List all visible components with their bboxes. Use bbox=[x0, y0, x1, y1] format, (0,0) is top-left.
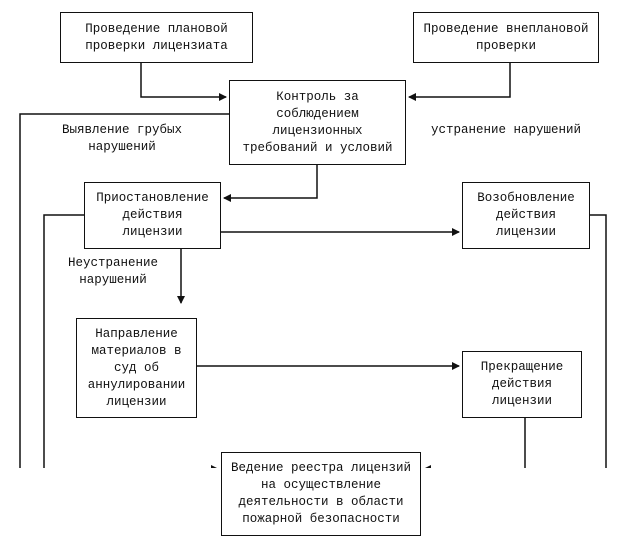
connector-layer bbox=[19, 63, 607, 468]
edge-termination-to-registry bbox=[423, 418, 526, 468]
edge-control-to-suspension bbox=[223, 165, 318, 202]
node-termination: Прекращение действия лицензии bbox=[462, 351, 582, 418]
node-unplanned-inspection: Проведение внеплановой проверки bbox=[413, 12, 599, 63]
edge-control-to-registry bbox=[19, 113, 229, 468]
node-registry: Ведение реестра лицензий на осуществлени… bbox=[221, 452, 421, 536]
node-planned-inspection: Проведение плановой проверки лицензиата bbox=[60, 12, 253, 63]
node-suspension: Приостановление действия лицензии bbox=[84, 182, 221, 249]
edge-renewal-to-registry bbox=[590, 214, 607, 468]
edge-planned-to-control bbox=[140, 63, 227, 101]
node-court-referral: Направление материалов в суд об аннулиро… bbox=[76, 318, 197, 418]
node-control: Контроль за соблюдением лицензионных тре… bbox=[229, 80, 406, 165]
node-renewal: Возобновление действия лицензии bbox=[462, 182, 590, 249]
label-violations-not-fixed: Неустранение нарушений bbox=[67, 256, 158, 287]
edge-unplanned-to-control bbox=[408, 63, 511, 101]
label-gross-violations: Выявление грубых нарушений bbox=[61, 123, 183, 154]
edge-suspension-to-registry bbox=[43, 214, 219, 468]
label-violations-fixed: устранение нарушений bbox=[430, 123, 582, 137]
